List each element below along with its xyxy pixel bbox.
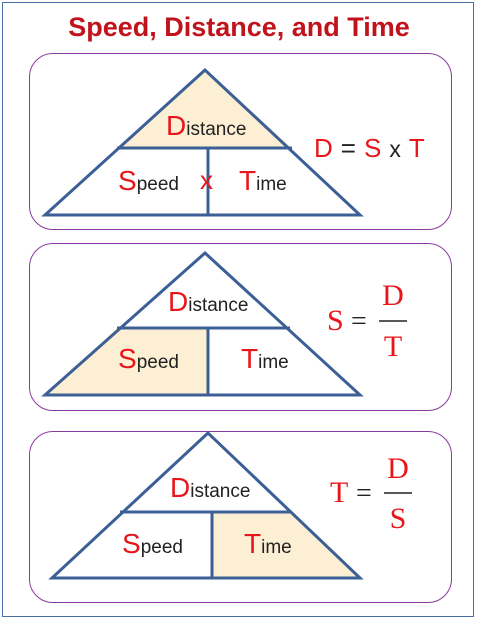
distance-section-highlight	[117, 70, 292, 148]
page-title: Speed, Distance, and Time	[68, 12, 410, 42]
time-section-highlight	[212, 512, 360, 578]
triangle-outline	[41, 250, 364, 397]
panel-speed-formula	[29, 243, 452, 411]
time-label: Time	[244, 528, 292, 559]
distance-label: Distance	[170, 472, 250, 503]
formula-lhs: S	[327, 304, 344, 337]
speed-label: Speed	[122, 528, 183, 559]
distance-label: Distance	[166, 110, 246, 141]
distance-label: Distance	[168, 286, 248, 317]
formula-denominator: S	[390, 502, 407, 535]
triangle-outline	[41, 67, 364, 217]
time-label: Time	[241, 343, 289, 374]
speed-label: Speed	[118, 165, 179, 196]
formula-numerator: D	[387, 452, 409, 485]
speed-label: Speed	[118, 343, 179, 374]
triangle-outline	[48, 430, 364, 580]
formula-numerator: D	[382, 279, 404, 312]
formula-lhs: T	[330, 476, 348, 509]
panel-distance-formula	[29, 53, 452, 230]
formula-equals: =	[351, 306, 367, 337]
time-label: Time	[239, 165, 287, 196]
outer-frame	[2, 2, 474, 617]
formula-equals: =	[356, 478, 372, 509]
speed-section-highlight	[45, 328, 208, 395]
panel-time-formula	[29, 431, 452, 603]
multiply-operator: x	[200, 165, 213, 195]
formula-denominator: T	[384, 330, 402, 363]
